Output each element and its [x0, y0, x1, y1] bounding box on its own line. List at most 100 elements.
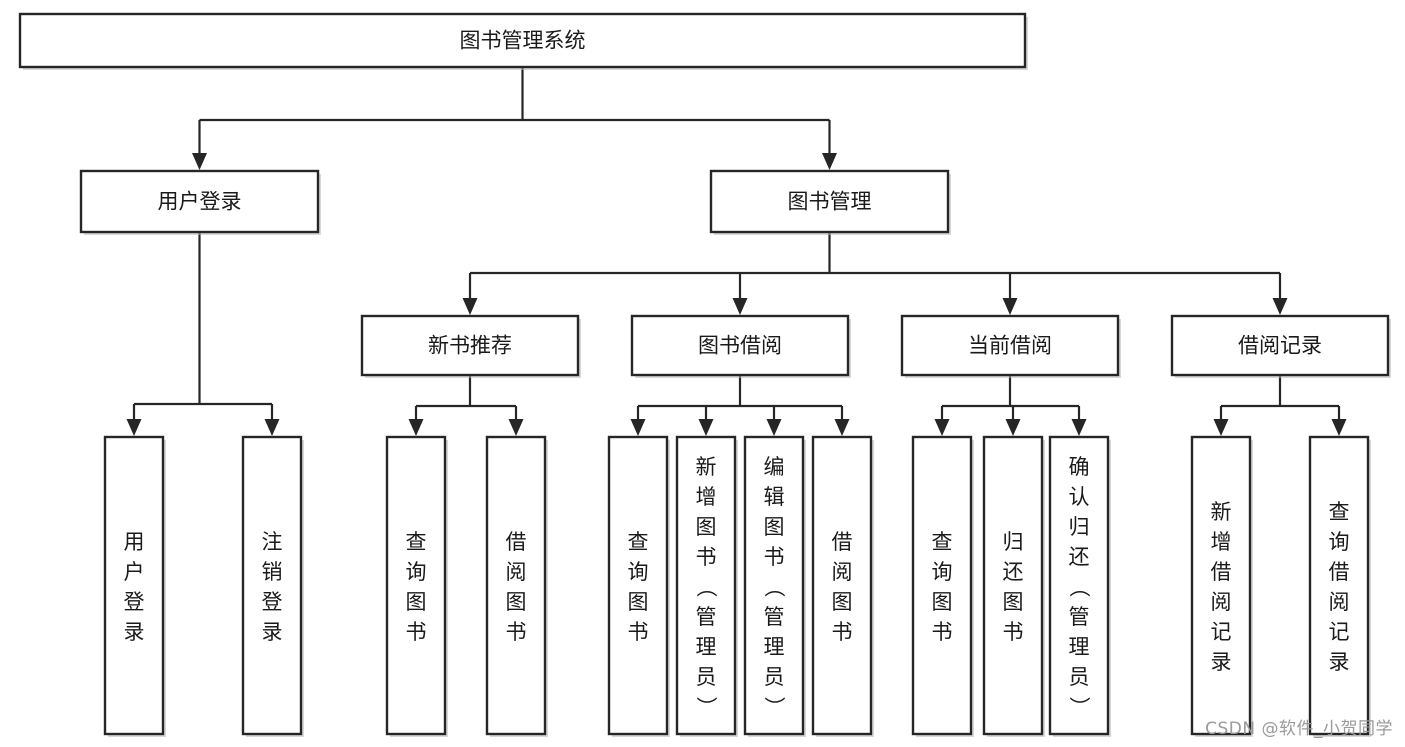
- node-rect[interactable]: [241, 435, 303, 736]
- node-rect[interactable]: [982, 435, 1044, 736]
- node-layer: 图书管理系统用户登录图书管理新书推荐图书借阅当前借阅借阅记录用户登录注销登录查询…: [18, 12, 1391, 737]
- node-label: 借阅记录: [1238, 334, 1322, 358]
- connector-group-book_manage: [462, 232, 1288, 315]
- node-rect[interactable]: [709, 169, 950, 234]
- node-borrow_record[interactable]: 借阅记录: [1170, 314, 1391, 378]
- node-rect[interactable]: [1048, 435, 1110, 736]
- node-label-char: 书: [506, 620, 527, 644]
- node-label-char: 借: [506, 530, 527, 554]
- node-label-char: 阅: [1329, 590, 1350, 614]
- node-rect[interactable]: [811, 435, 873, 736]
- connector-group-root: [192, 67, 837, 170]
- node-label-char: 询: [628, 560, 649, 584]
- node-rect[interactable]: [1190, 435, 1252, 736]
- node-book_manage[interactable]: 图书管理: [709, 169, 951, 235]
- node-label-char: 增: [1211, 530, 1232, 554]
- node-label-char: 还: [1069, 545, 1090, 569]
- connector-arrowhead: [1005, 419, 1021, 436]
- node-rect[interactable]: [103, 435, 165, 736]
- node-root[interactable]: 图书管理系统: [18, 12, 1028, 70]
- node-rect[interactable]: [1308, 435, 1370, 736]
- node-label-char: 管: [764, 605, 785, 629]
- connector-group-borrow_record: [1213, 375, 1347, 436]
- node-current_borrow[interactable]: 当前借阅: [900, 314, 1121, 378]
- node-label-char: 书: [696, 545, 717, 569]
- node-label: 图书管理: [788, 190, 872, 214]
- node-rect[interactable]: [18, 12, 1027, 69]
- node-label-char: 员: [764, 665, 785, 689]
- node-user_login[interactable]: 用户登录: [79, 169, 321, 235]
- node-label-char: 书: [764, 545, 785, 569]
- node-rect[interactable]: [675, 435, 737, 736]
- node-label-char: 查: [406, 530, 427, 554]
- node-rect[interactable]: [485, 435, 547, 736]
- node-leaf_user_login[interactable]: 用户登录: [103, 435, 166, 737]
- node-rect[interactable]: [911, 435, 973, 736]
- connector-arrowhead: [934, 419, 950, 436]
- node-label-char: 书: [932, 620, 953, 644]
- node-label-char: 理: [696, 635, 717, 659]
- connector-arrowhead: [264, 419, 280, 436]
- connector-group-current_borrow: [934, 375, 1087, 436]
- node-label-char: 新: [1211, 500, 1232, 524]
- connector-arrowhead: [766, 419, 782, 436]
- node-rect[interactable]: [743, 435, 805, 736]
- node-label-char: 理: [764, 635, 785, 659]
- connector-arrowhead: [1272, 298, 1288, 315]
- node-label-char: 录: [1329, 650, 1350, 674]
- node-label-char: 图: [696, 515, 717, 539]
- node-label-char: 借: [832, 530, 853, 554]
- node-book_borrow[interactable]: 图书借阅: [630, 314, 851, 378]
- node-label-char: 图: [406, 590, 427, 614]
- node-rect[interactable]: [385, 435, 447, 736]
- connector-arrowhead: [462, 298, 478, 315]
- node-label-char: 查: [628, 530, 649, 554]
- node-label-char: ）: [1067, 696, 1091, 717]
- node-label-char: （: [1067, 576, 1091, 597]
- connector-layer: [126, 67, 1347, 436]
- node-rect[interactable]: [630, 314, 850, 377]
- connector-group-new_book_rec: [408, 375, 524, 436]
- node-label-char: （: [694, 576, 718, 597]
- node-label-char: 员: [1069, 665, 1090, 689]
- node-label-char: 用: [124, 530, 145, 554]
- node-label-char: 户: [124, 560, 145, 584]
- connector-arrowhead: [822, 153, 837, 170]
- node-rect[interactable]: [900, 314, 1120, 377]
- connector-arrowhead: [1213, 419, 1229, 436]
- connector-group-user_login: [126, 232, 280, 436]
- node-rect[interactable]: [607, 435, 669, 736]
- node-label-char: 认: [1069, 485, 1090, 509]
- connector-arrowhead: [192, 153, 207, 170]
- node-label-char: 销: [262, 560, 283, 584]
- node-label-char: 理: [1069, 635, 1090, 659]
- node-label-char: 询: [932, 560, 953, 584]
- connector-arrowhead: [1071, 419, 1087, 436]
- connector-arrowhead: [732, 298, 748, 315]
- node-rect[interactable]: [1170, 314, 1390, 377]
- node-label-char: 询: [406, 560, 427, 584]
- node-label-char: 图: [764, 515, 785, 539]
- node-rect[interactable]: [360, 314, 580, 377]
- node-rect[interactable]: [79, 169, 320, 234]
- connector-arrowhead: [126, 419, 142, 436]
- node-label-char: 编: [764, 455, 785, 479]
- node-label-char: 查: [1329, 500, 1350, 524]
- node-label-char: 录: [262, 620, 283, 644]
- node-label: 当前借阅: [968, 334, 1052, 358]
- node-label-char: 员: [696, 665, 717, 689]
- node-new_book_rec[interactable]: 新书推荐: [360, 314, 581, 378]
